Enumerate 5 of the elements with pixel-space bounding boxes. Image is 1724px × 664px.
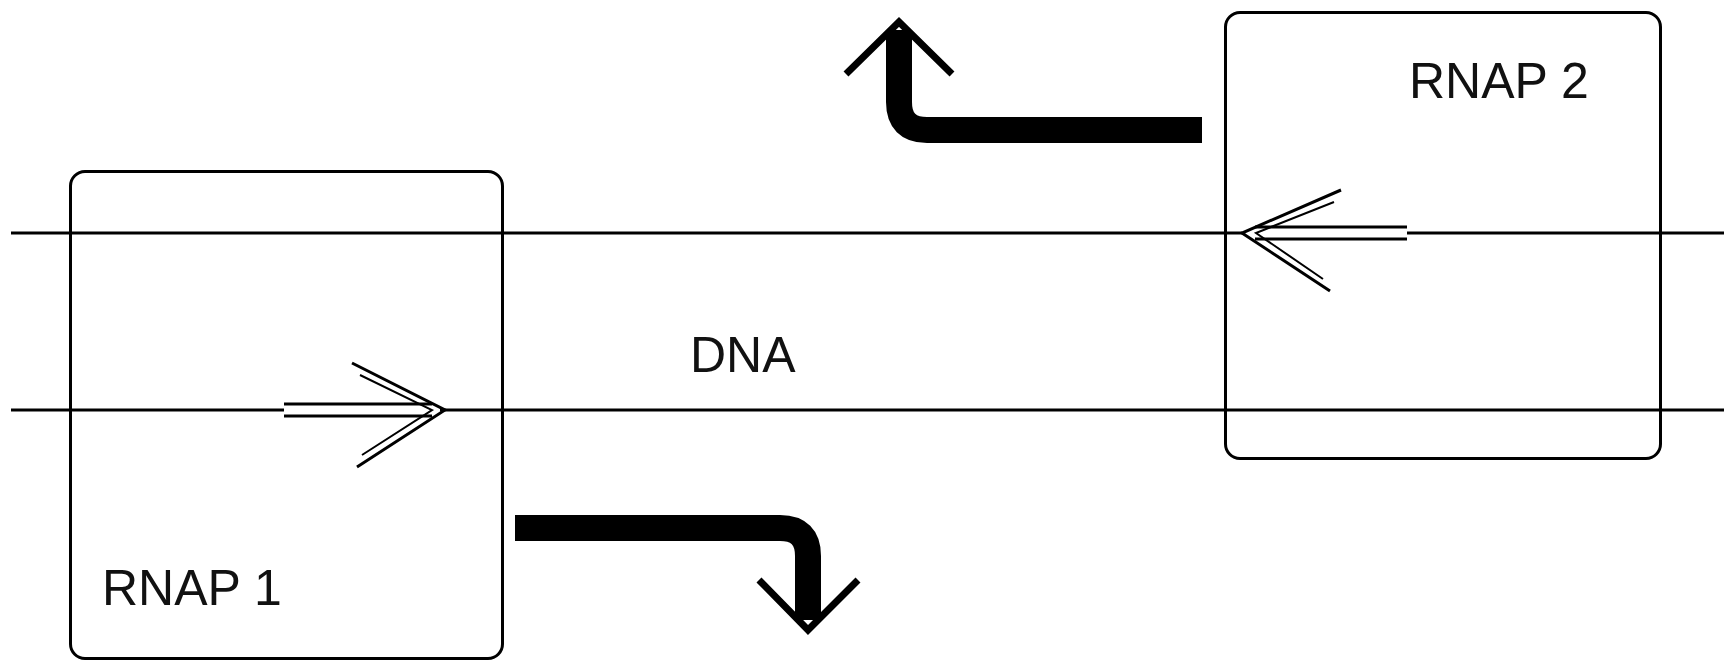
dna-label: DNA (690, 330, 796, 380)
polymerase-box (1224, 11, 1662, 460)
polymerase-label: RNAP 1 (102, 563, 282, 613)
polymerase-label: RNAP 2 (1409, 56, 1589, 106)
polymerase-box (69, 170, 504, 660)
